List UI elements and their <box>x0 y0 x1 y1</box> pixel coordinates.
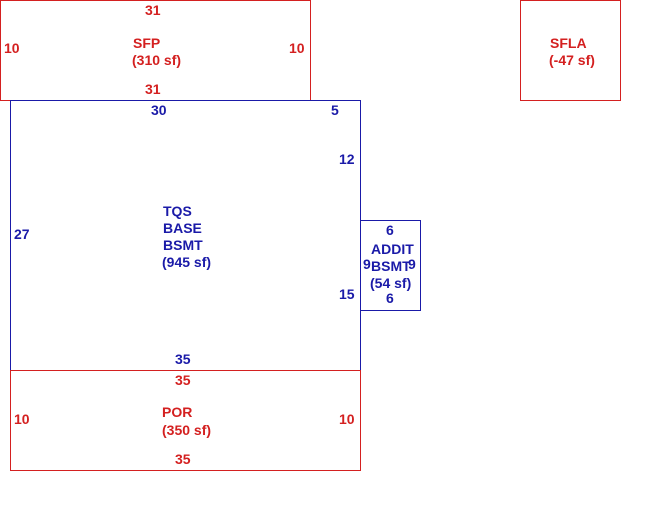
por-area-value: (350 sf) <box>162 422 212 438</box>
por-dim-top: 35 <box>175 372 191 388</box>
por-dim-right: 10 <box>339 411 355 427</box>
sfp-dim-top: 31 <box>145 2 161 18</box>
base-area-value: (945 sf) <box>162 254 212 270</box>
base-dim-bottom: 35 <box>175 351 191 367</box>
base-name-line-1: TQS <box>163 203 192 219</box>
por-area <box>10 370 361 471</box>
base-dim-left: 27 <box>14 226 30 242</box>
sfp-dim-right: 10 <box>289 40 305 56</box>
sfp-name: SFP <box>133 35 161 51</box>
base-dim-top-right: 5 <box>331 102 339 118</box>
sfla-name: SFLA <box>550 35 587 51</box>
sfla-area-value: (-47 sf) <box>549 52 595 68</box>
base-dim-right-upper: 12 <box>339 151 355 167</box>
addit-dim-right: 9 <box>408 256 416 272</box>
por-dim-bottom: 35 <box>175 451 191 467</box>
base-dim-top: 30 <box>151 102 167 118</box>
sfp-dim-left: 10 <box>4 40 20 56</box>
sfla-area <box>520 0 621 101</box>
por-name: POR <box>162 404 193 420</box>
addit-dim-top: 6 <box>386 222 394 238</box>
base-name-line-3: BSMT <box>163 237 203 253</box>
por-dim-left: 10 <box>14 411 30 427</box>
base-dim-right-lower: 15 <box>339 286 355 302</box>
sfp-area-value: (310 sf) <box>132 52 182 68</box>
sfp-dim-bottom: 31 <box>145 81 161 97</box>
addit-dim-bottom: 6 <box>386 290 394 306</box>
addit-dim-left: 9 <box>363 256 371 272</box>
base-name-line-2: BASE <box>163 220 202 236</box>
addit-bsmt-area <box>360 220 421 311</box>
addit-area-value: (54 sf) <box>370 275 412 291</box>
addit-name-line-1: ADDIT <box>371 241 414 257</box>
addit-name-line-2: BSMT <box>371 258 411 274</box>
